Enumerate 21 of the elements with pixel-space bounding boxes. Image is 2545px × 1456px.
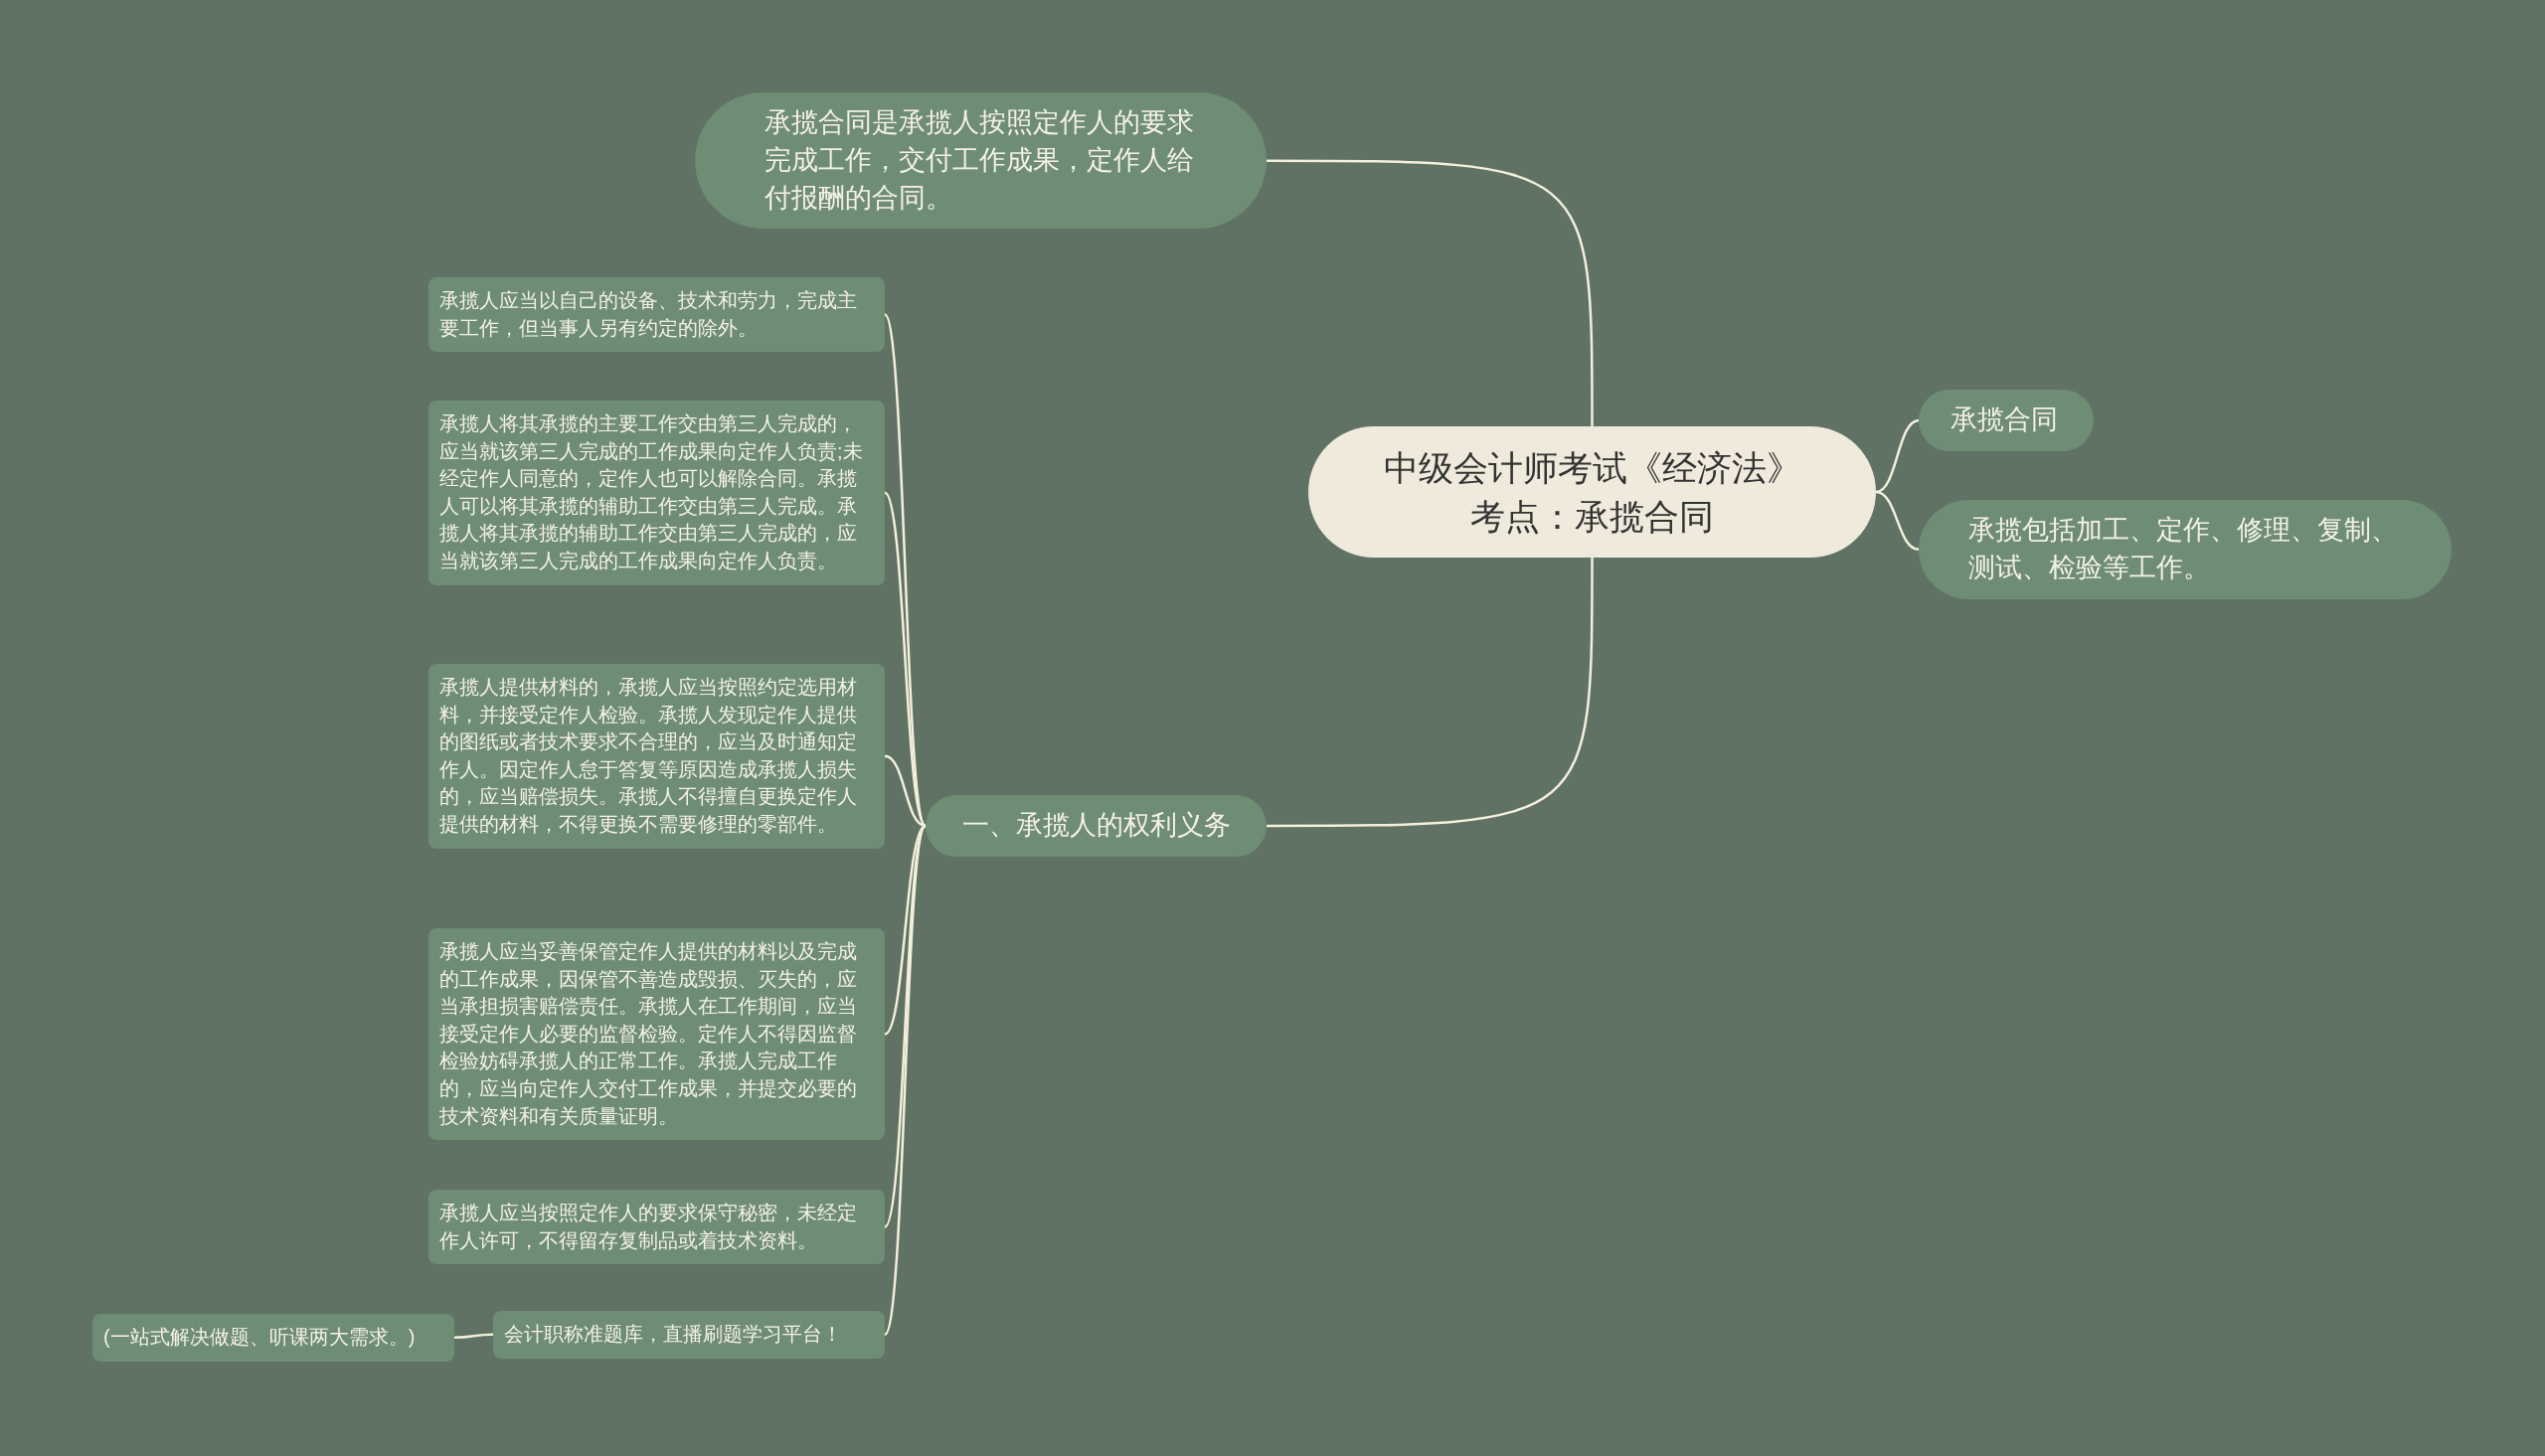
detail-card: 承揽人提供材料的，承揽人应当按照约定选用材料，并接受定作人检验。承揽人发现定作人提供的图纸或者技术要求不合理的，应当及时通知定作人。因定作人怠于答复等原因造成承揽人损失的，应当赔偿损失。承揽人不得擅自更换定作人提供的材料，不得更换不需要修理的零部件。 [428, 664, 885, 849]
connector [883, 314, 928, 827]
connector [1875, 490, 1920, 551]
root-topic: 中级会计师考试《经济法》考点：承揽合同 [1308, 426, 1876, 558]
connector [884, 754, 927, 828]
connector [454, 1333, 493, 1340]
detail-card: 承揽人应当按照定作人的要求保守秘密，未经定作人许可，不得留存复制品或着技术资料。 [428, 1190, 885, 1265]
note-card: (一站式解决做题、听课两大需求。) [92, 1314, 454, 1362]
connector [1267, 558, 1594, 828]
detail-card: 承揽人将其承揽的主要工作交由第三人完成的，应当就该第三人完成的工作成果向定作人负责;未经定作人同意的，定作人也可以解除合同。承揽人可以将其承揽的辅助工作交由第三人完成。承揽人将其承揽的辅助工作交由第三人完成的，应当就该第三人完成的工作成果向定作人负责。 [428, 401, 885, 585]
topic-node: 一、承揽人的权利义务 [926, 795, 1267, 857]
detail-card: 承揽人应当以自己的设备、技术和劳力，完成主要工作，但当事人另有约定的除外。 [428, 277, 885, 353]
topic-node: 承揽包括加工、定作、修理、复制、测试、检验等工作。 [1919, 500, 2452, 599]
connector [1267, 159, 1594, 426]
connector [884, 492, 927, 827]
topic-node: 承揽合同 [1919, 390, 2094, 451]
connector [883, 825, 928, 1336]
detail-card: 会计职称准题库，直播刷题学习平台！ [493, 1311, 885, 1359]
topic-node: 承揽合同是承揽人按照定作人的要求完成工作，交付工作成果，定作人给付报酬的合同。 [695, 92, 1267, 230]
detail-card: 承揽人应当妥善保管定作人提供的材料以及完成的工作成果，因保管不善造成毁损、灭失的，应当承担损害赔偿责任。承揽人在工作期间，应当接受定作人必要的监督检验。定作人不得因监督检验妨碍承揽人的正常工作。承揽人完成工作的，应当向定作人交付工作成果，并提交必要的技术资料和有关质量证明。 [428, 928, 885, 1141]
connector [1875, 418, 1920, 494]
